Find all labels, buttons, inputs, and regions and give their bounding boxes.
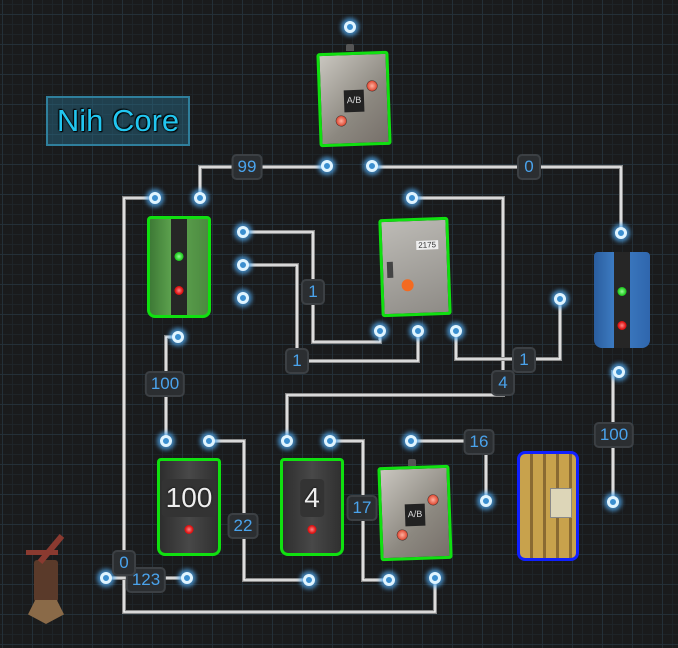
title-label-box[interactable]: Nih Core — [46, 96, 190, 146]
wire-label-4: 4 — [491, 370, 515, 396]
windmill-base — [28, 600, 64, 624]
port-switch-side[interactable] — [554, 293, 566, 305]
wire-label-16: 16 — [463, 429, 495, 455]
wire-label-99: 99 — [231, 154, 263, 180]
port-switch-input[interactable] — [406, 192, 418, 204]
switch-lever-icon — [386, 261, 394, 278]
test-generator[interactable] — [517, 451, 579, 561]
wire-1-c[interactable] — [454, 299, 562, 361]
ab-switch-top[interactable]: A/B — [316, 50, 392, 148]
wire-label-1-b: 1 — [285, 348, 309, 374]
wire-label-1-a: 1 — [301, 279, 325, 305]
led-red-icon — [174, 286, 184, 296]
port-green-battery-bottom[interactable] — [172, 331, 184, 343]
counter-left[interactable]: 100 — [157, 458, 221, 556]
windmill-body — [34, 560, 58, 602]
wire-99[interactable] — [198, 165, 327, 198]
port-blue-battery-in[interactable] — [615, 227, 627, 239]
port-blue-battery-end[interactable] — [607, 496, 619, 508]
battery-green[interactable] — [147, 216, 211, 318]
port-counter-mid-in[interactable] — [281, 435, 293, 447]
port-22-end[interactable] — [303, 574, 315, 586]
led-green-icon — [617, 286, 627, 296]
wire-label-100-right: 100 — [593, 422, 635, 448]
indicator-light-icon — [366, 80, 378, 92]
led-red-icon — [617, 321, 627, 331]
port-switch-out-2[interactable] — [412, 325, 424, 337]
counter-display: 4 — [300, 479, 324, 518]
port-ab-bottom-out-a[interactable] — [383, 574, 395, 586]
port-blue-battery-out[interactable] — [613, 366, 625, 378]
port-switch-out-3[interactable] — [450, 325, 462, 337]
wire-label-100-left: 100 — [144, 371, 186, 397]
port-ab-bottom-in[interactable] — [405, 435, 417, 447]
battery-blue[interactable] — [594, 252, 650, 348]
connector-nub — [408, 459, 416, 466]
port-16-end[interactable] — [480, 495, 492, 507]
port-ab-bottom-out-b[interactable] — [429, 572, 441, 584]
port-bottom-left-a[interactable] — [100, 572, 112, 584]
battery-stripe — [170, 219, 188, 315]
port-bottom-left-b[interactable] — [181, 572, 193, 584]
port-counter-left-in[interactable] — [160, 435, 172, 447]
wire-label-17: 17 — [346, 495, 378, 521]
led-red-icon — [307, 525, 317, 535]
counter-mid[interactable]: 4 — [280, 458, 344, 556]
connector-nub — [346, 44, 354, 51]
warning-sticker-icon — [401, 279, 414, 292]
port-ab-top-input[interactable] — [344, 21, 356, 33]
counter-display: 100 — [161, 479, 217, 518]
port-ab-top-out-b[interactable] — [366, 160, 378, 172]
port-green-battery-out-3[interactable] — [237, 292, 249, 304]
port-switch-out-1[interactable] — [374, 325, 386, 337]
ab-plate: A/B — [343, 89, 365, 113]
port-counter-mid-out[interactable] — [324, 435, 336, 447]
led-green-icon — [174, 251, 184, 261]
wire-label-0-bottom: 0 — [112, 550, 136, 576]
wind-turbine[interactable] — [22, 530, 72, 630]
port-green-battery-in-2[interactable] — [194, 192, 206, 204]
wire-label-22: 22 — [227, 513, 259, 539]
switch-box[interactable]: 2175 — [378, 216, 452, 318]
port-green-battery-out-1[interactable] — [237, 226, 249, 238]
ab-plate: A/B — [404, 503, 426, 527]
battery-stripe — [614, 252, 630, 348]
led-red-icon — [184, 525, 194, 535]
wire-label-0-top: 0 — [517, 154, 541, 180]
port-green-battery-in-1[interactable] — [149, 192, 161, 204]
ab-switch-bottom[interactable]: A/B — [377, 464, 453, 562]
port-green-battery-out-2[interactable] — [237, 259, 249, 271]
windmill-blade-icon — [26, 550, 58, 555]
generator-panel — [550, 488, 572, 518]
indicator-light-icon — [427, 494, 439, 506]
wire-label-1-c: 1 — [512, 347, 536, 373]
canvas-title: Nih Core — [56, 103, 180, 138]
port-ab-top-out-a[interactable] — [321, 160, 333, 172]
indicator-light-icon — [335, 115, 347, 127]
switch-sticker: 2175 — [416, 240, 439, 250]
indicator-light-icon — [396, 529, 408, 541]
port-counter-left-out[interactable] — [203, 435, 215, 447]
